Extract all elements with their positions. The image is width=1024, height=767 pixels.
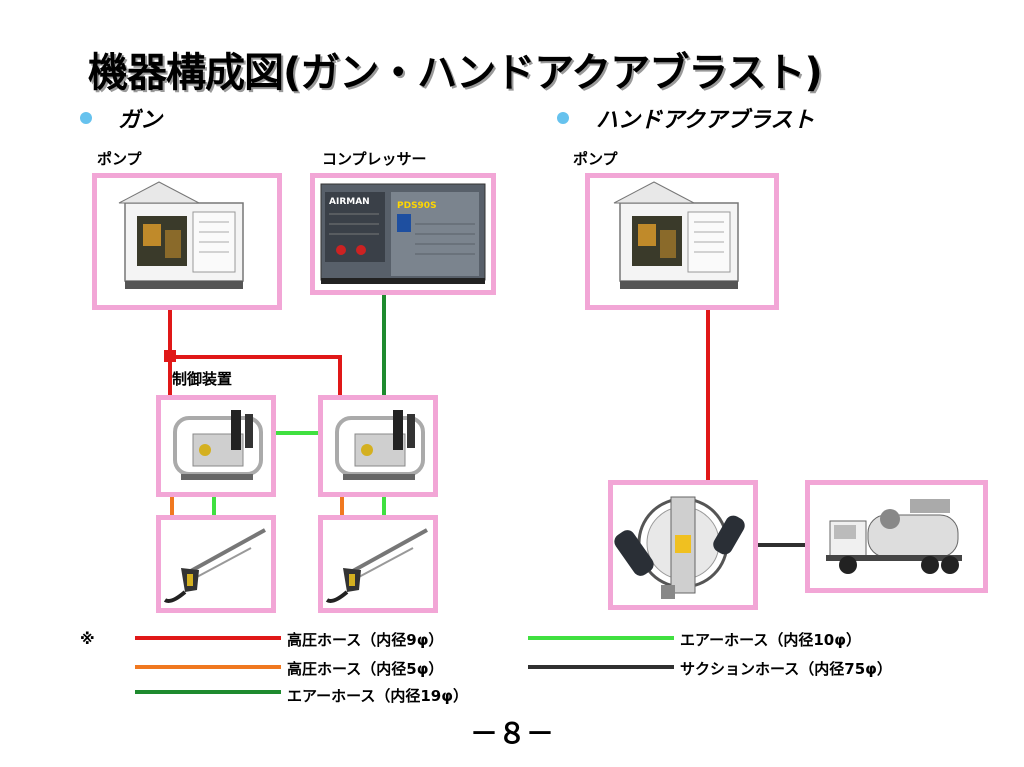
- gun-pump-label: ポンプ: [97, 150, 142, 168]
- vacuum-truck-illustration: [826, 499, 962, 574]
- compressor-label: コンプレッサー: [322, 150, 427, 168]
- control-unit-label: 制御装置: [172, 370, 233, 388]
- legend-swatch-dark-green: [135, 690, 281, 694]
- legend-swatch-red: [135, 636, 281, 640]
- compressor-image: AIRMAN PDS90S: [310, 173, 496, 295]
- hand-pump-label: ポンプ: [573, 150, 618, 168]
- spray-gun-illustration: [325, 528, 428, 603]
- legend-label-air-19: エアーホース（内径19φ）: [287, 687, 468, 705]
- red-hose-branch: [170, 355, 342, 400]
- control-unit-illustration: [335, 410, 425, 480]
- legend-label-air-10: エアーホース（内径10φ）: [680, 631, 861, 649]
- page-number: －８－: [469, 717, 554, 750]
- section-gun-label: ガン: [118, 108, 163, 133]
- legend-label-high-pressure-9: 高圧ホース（内径9φ）: [287, 631, 444, 649]
- legend-label-suction-75: サクションホース（内径75φ）: [680, 660, 892, 678]
- control-unit-image: [156, 395, 276, 497]
- legend-note-mark: ※: [80, 630, 95, 648]
- legend-swatch-light-green: [528, 636, 674, 640]
- pump-unit-illustration: [118, 181, 244, 289]
- compressor-model: PDS90S: [397, 201, 437, 211]
- legend-swatch-black: [528, 665, 674, 669]
- gun-pump-image: [92, 173, 282, 310]
- spray-gun-image: [318, 515, 438, 613]
- control-unit-illustration: [173, 410, 263, 480]
- page-title: 機器構成図(ガン・ハンドアクアブラスト): [88, 50, 823, 96]
- hand-aqua-blast-tool-image: [608, 480, 758, 610]
- spray-gun-illustration: [163, 528, 266, 603]
- junction-marker: [164, 350, 176, 362]
- spray-gun-image: [156, 515, 276, 613]
- bullet-icon: [80, 112, 92, 124]
- section-hand-label: ハンドアクアブラスト: [596, 108, 815, 133]
- legend-label-high-pressure-5: 高圧ホース（内径5φ）: [287, 660, 444, 678]
- suction-truck-image: [805, 480, 988, 593]
- pump-unit-illustration: [613, 181, 739, 289]
- compressor-illustration: AIRMAN PDS90S: [320, 183, 486, 284]
- legend-swatch-orange: [135, 665, 281, 669]
- compressor-brand: AIRMAN: [329, 197, 370, 207]
- hand-pump-image: [585, 173, 779, 310]
- bullet-icon: [557, 112, 569, 124]
- control-unit-image: [318, 395, 438, 497]
- blast-tool-illustration: [614, 496, 745, 599]
